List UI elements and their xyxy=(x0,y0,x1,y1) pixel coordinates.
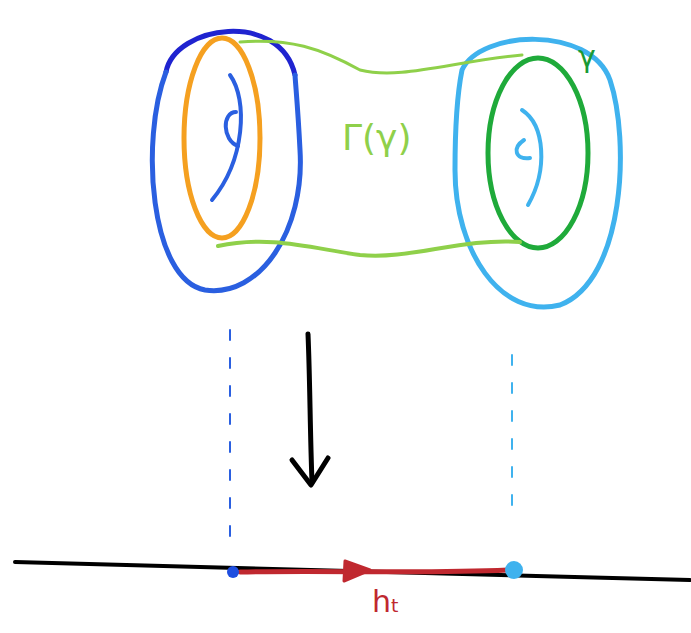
cylinder-edge xyxy=(240,41,522,73)
right-torus xyxy=(455,39,620,307)
torus-hole xyxy=(226,112,238,146)
left-torus xyxy=(152,72,300,291)
projection-arrow xyxy=(308,334,312,482)
gamma-loop xyxy=(488,58,588,248)
base-line xyxy=(15,562,690,580)
point xyxy=(227,566,239,578)
path-h xyxy=(240,570,508,572)
arrow-head xyxy=(344,561,370,581)
path-label: hₜ xyxy=(372,585,400,618)
arrow-head xyxy=(292,458,328,485)
dashed-guide xyxy=(511,355,513,522)
torus-hole xyxy=(517,140,530,158)
torus-hole xyxy=(212,75,241,200)
orange-loop xyxy=(184,38,260,238)
cylinder-edge xyxy=(218,242,520,256)
curve-label: γ xyxy=(578,40,596,73)
surface-label: Γ(γ) xyxy=(342,118,411,158)
point xyxy=(505,561,523,579)
dashed-guide xyxy=(229,330,231,538)
